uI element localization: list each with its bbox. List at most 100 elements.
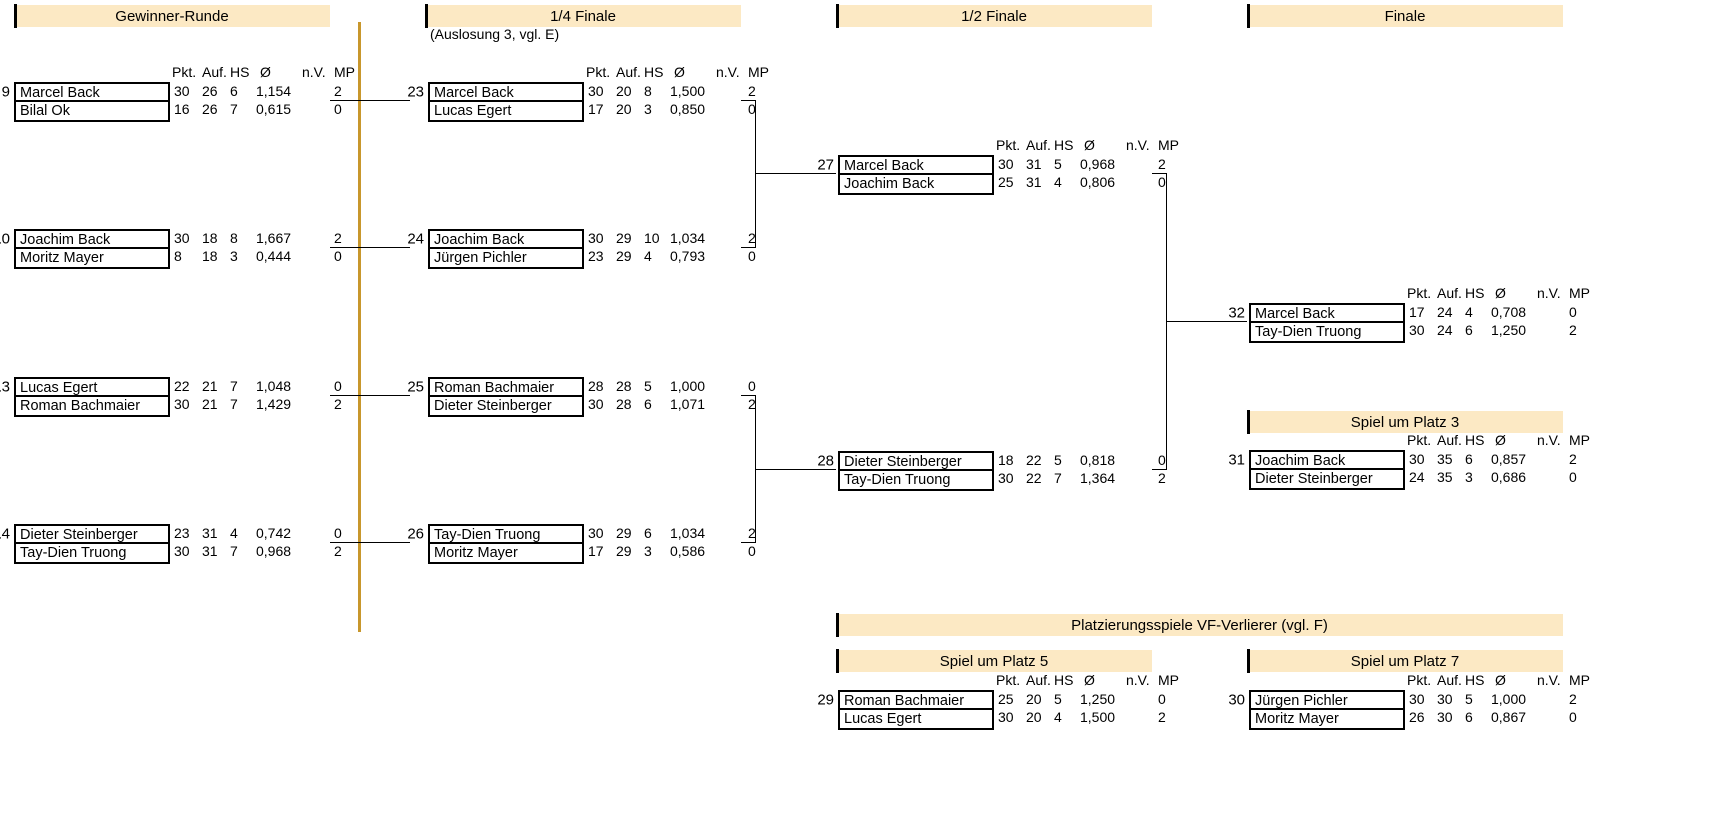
- player-namebox: Roman Bachmaier Lucas Egert: [838, 690, 994, 730]
- round-banner-semi: 1/2 Finale: [836, 4, 1152, 28]
- stat-hs: 5: [1054, 156, 1062, 172]
- stat-auf: 21: [202, 378, 218, 394]
- connector: [1152, 173, 1167, 174]
- player-name: Moritz Mayer: [434, 545, 518, 561]
- match-9[interactable]: 9 Marcel Back Bilal Ok Pkt. Auf. HS Ø n.…: [2, 64, 355, 122]
- match-28[interactable]: 28 Dieter Steinberger Tay-Dien Truong 18…: [817, 451, 1166, 491]
- player-namebox: Jürgen Pichler Moritz Mayer: [1249, 690, 1405, 730]
- match-29[interactable]: 29 Roman Bachmaier Lucas Egert Pkt. Auf.…: [817, 672, 1179, 730]
- player-name: Jürgen Pichler: [1251, 692, 1403, 710]
- player-name: Moritz Mayer: [1255, 711, 1339, 727]
- match-24[interactable]: 24 Joachim Back Jürgen Pichler 30 29 10 …: [407, 229, 756, 269]
- player-name: Tay-Dien Truong: [20, 545, 127, 561]
- stat-header-nv: n.V.: [302, 64, 326, 80]
- match-30[interactable]: 30 Jürgen Pichler Moritz Mayer Pkt. Auf.…: [1228, 672, 1590, 730]
- stat-header-mp: MP: [1158, 672, 1179, 688]
- stat-avg: 0,867: [1491, 709, 1527, 725]
- stat-mp: 0: [1158, 691, 1166, 707]
- stat-hs: 6: [644, 396, 652, 412]
- stat-avg: 1,500: [670, 83, 706, 99]
- stat-avg: 1,364: [1080, 470, 1116, 486]
- stat-mp: 0: [334, 378, 342, 394]
- stat-hs: 7: [1054, 470, 1062, 486]
- stat-mp: 2: [334, 396, 342, 412]
- stat-pkt: 17: [588, 543, 604, 559]
- player-namebox: Tay-Dien Truong Moritz Mayer: [428, 524, 584, 564]
- banner-tick: [836, 4, 839, 28]
- stat-avg: 0,686: [1491, 469, 1527, 485]
- stat-auf: 29: [616, 230, 632, 246]
- stat-mp: 0: [748, 101, 756, 117]
- match-27[interactable]: 27 Marcel Back Joachim Back Pkt. Auf. HS…: [817, 137, 1179, 195]
- connector: [330, 395, 410, 396]
- match-10[interactable]: 10 Joachim Back Moritz Mayer 30 18 8 1,6…: [0, 229, 342, 269]
- connector: [330, 542, 410, 543]
- round-banner-winners: Gewinner-Runde: [14, 4, 330, 28]
- connector: [1167, 321, 1247, 322]
- stat-header-hs: HS: [644, 64, 664, 80]
- stat-hs: 8: [644, 83, 652, 99]
- match-seed: 23: [407, 83, 424, 101]
- match-14[interactable]: 14 Dieter Steinberger Tay-Dien Truong 23…: [0, 524, 342, 564]
- match-23[interactable]: 23 Marcel Back Lucas Egert Pkt. Auf. HS …: [407, 64, 769, 122]
- stat-mp: 2: [334, 230, 342, 246]
- stat-auf: 28: [616, 396, 632, 412]
- match-seed: 25: [407, 378, 424, 396]
- match-31[interactable]: 31 Joachim Back Dieter Steinberger Pkt. …: [1228, 432, 1590, 490]
- player-name: Marcel Back: [1251, 305, 1403, 323]
- player-name: Lucas Egert: [16, 379, 168, 397]
- player-namebox: Marcel Back Lucas Egert: [428, 82, 584, 122]
- player-namebox: Joachim Back Moritz Mayer: [14, 229, 170, 269]
- stat-auf: 20: [616, 101, 632, 117]
- stat-avg: 0,708: [1491, 304, 1527, 320]
- stat-avg: 1,000: [1491, 691, 1527, 707]
- player-namebox: Marcel Back Joachim Back: [838, 155, 994, 195]
- stat-pkt: 30: [174, 83, 190, 99]
- stat-hs: 8: [230, 230, 238, 246]
- stat-mp: 2: [748, 396, 756, 412]
- match-seed: 24: [407, 230, 424, 248]
- stat-pkt: 30: [174, 543, 190, 559]
- stat-avg: 0,586: [670, 543, 706, 559]
- stat-hs: 6: [230, 83, 238, 99]
- stat-avg: 1,000: [670, 378, 706, 394]
- player-name: Roman Bachmaier: [430, 379, 582, 397]
- match-32[interactable]: 32 Marcel Back Tay-Dien Truong Pkt. Auf.…: [1228, 285, 1590, 343]
- stat-avg: 1,034: [670, 230, 706, 246]
- round-banner-place3: Spiel um Platz 3: [1247, 410, 1563, 434]
- stat-pkt: 22: [174, 378, 190, 394]
- stat-pkt: 30: [588, 83, 604, 99]
- stat-header-mp: MP: [334, 64, 355, 80]
- stat-pkt: 30: [588, 525, 604, 541]
- stat-header-mp: MP: [748, 64, 769, 80]
- player-name: Roman Bachmaier: [20, 398, 141, 414]
- stat-header-auf: Auf.: [1026, 672, 1051, 688]
- match-seed: 31: [1228, 451, 1245, 469]
- stat-auf: 28: [616, 378, 632, 394]
- player-name: Dieter Steinberger: [434, 398, 552, 414]
- player-name: Marcel Back: [430, 84, 582, 102]
- stat-avg: 1,667: [256, 230, 292, 246]
- player-namebox: Dieter Steinberger Tay-Dien Truong: [838, 451, 994, 491]
- stat-avg: 1,034: [670, 525, 706, 541]
- stat-hs: 10: [644, 230, 660, 246]
- stat-header-hs: HS: [1465, 285, 1485, 301]
- stat-mp: 0: [1569, 304, 1577, 320]
- match-13[interactable]: 13 Lucas Egert Roman Bachmaier 22 21 7 1…: [0, 377, 342, 417]
- round-banner-final: Finale: [1247, 4, 1563, 28]
- stat-mp: 2: [334, 83, 342, 99]
- stat-auf: 18: [202, 248, 218, 264]
- match-25[interactable]: 25 Roman Bachmaier Dieter Steinberger 28…: [407, 377, 756, 417]
- banner-tick: [1247, 4, 1250, 28]
- stat-pkt: 30: [998, 470, 1014, 486]
- round-title-place3: Spiel um Platz 3: [1350, 413, 1460, 431]
- stat-mp: 0: [1158, 452, 1166, 468]
- connector: [741, 395, 756, 396]
- stat-header-avg: Ø: [1495, 432, 1506, 448]
- stat-header-pkt: Pkt.: [1407, 672, 1432, 688]
- stat-pkt: 25: [998, 174, 1014, 190]
- match-seed: 30: [1228, 691, 1245, 709]
- match-26[interactable]: 26 Tay-Dien Truong Moritz Mayer 30 29 6 …: [407, 524, 756, 564]
- stat-pkt: 23: [174, 525, 190, 541]
- player-name: Dieter Steinberger: [1255, 471, 1373, 487]
